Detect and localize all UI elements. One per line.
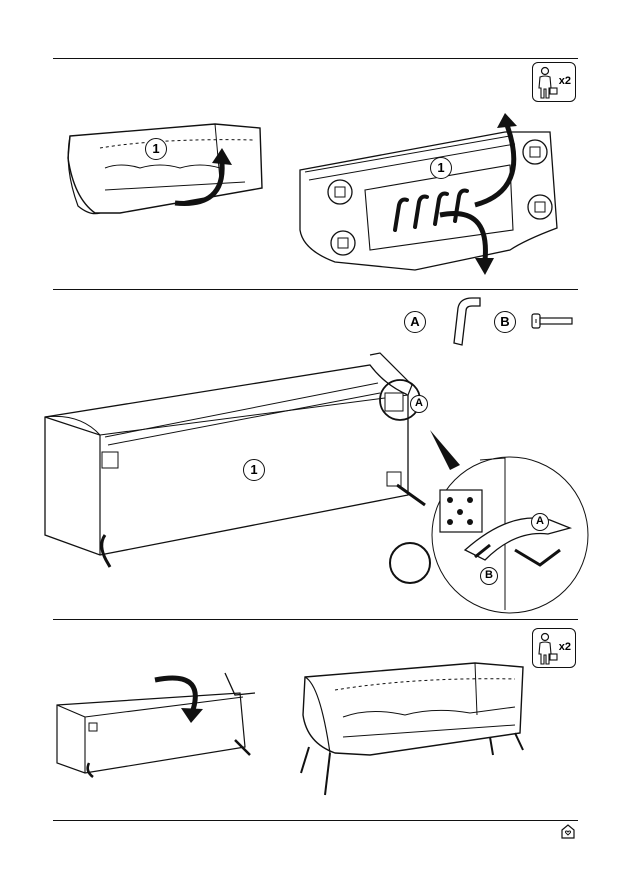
two-person-badge: x2	[532, 62, 576, 102]
persons-count: x2	[559, 75, 571, 87]
person-with-toolbox-icon	[536, 66, 558, 100]
step3-finished-sofa-illustration	[295, 655, 535, 800]
step3-flip-illustration	[55, 665, 260, 785]
section-divider-top	[53, 58, 578, 59]
part-label-1: 1	[145, 138, 167, 160]
detail-label-b: B	[480, 567, 498, 585]
section-divider-bottom	[53, 820, 578, 821]
persons-count-2: x2	[559, 641, 571, 653]
part-label-1c: 1	[243, 459, 265, 481]
empty-circle-marker	[388, 541, 432, 585]
step2-sofa-underside-illustration	[40, 345, 440, 575]
two-person-badge-2: x2	[532, 628, 576, 668]
section-divider-1	[53, 289, 578, 290]
step1-sofa-tilt-illustration	[60, 118, 270, 223]
step1-sofa-underside-illustration	[295, 110, 580, 280]
bolt-icon	[530, 310, 575, 332]
magnifier-label-a: A	[410, 395, 428, 413]
part-label-1b: 1	[430, 157, 452, 179]
hardware-label-b: B	[494, 311, 516, 333]
step2-detail-zoom-illustration	[420, 420, 590, 620]
detail-label-a: A	[531, 513, 549, 531]
house-heart-icon	[560, 823, 576, 839]
hex-key-icon	[446, 293, 486, 348]
hardware-label-a: A	[404, 311, 426, 333]
person-with-toolbox-icon	[536, 632, 558, 666]
